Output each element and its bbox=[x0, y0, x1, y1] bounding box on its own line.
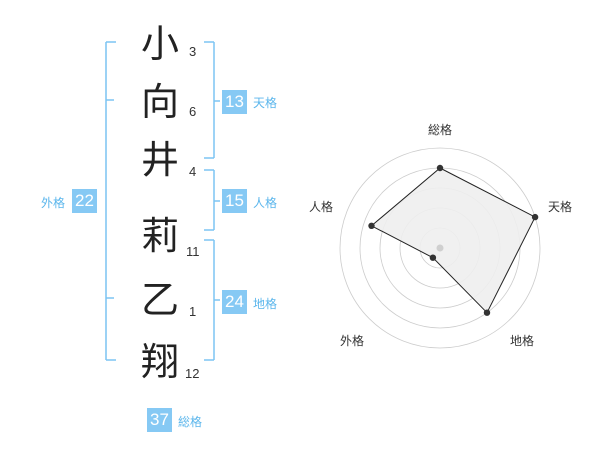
gaikaku-label: 外格 bbox=[41, 196, 66, 210]
name-char-5: 乙 bbox=[140, 278, 179, 322]
radar-point-4 bbox=[429, 254, 437, 261]
name-char-1: 小 bbox=[140, 22, 179, 66]
radar-label-tenkaku: 天格 bbox=[548, 200, 573, 214]
soukaku-badge: 37 bbox=[147, 408, 172, 432]
stroke-count-1: 3 bbox=[189, 44, 197, 59]
stroke-count-4: 11 bbox=[186, 244, 200, 259]
tenkaku-bracket bbox=[204, 41, 220, 159]
name-char-2: 向 bbox=[140, 80, 179, 124]
gaikaku-bracket bbox=[105, 41, 116, 361]
chikaku-label: 地格 bbox=[253, 297, 278, 311]
radar-label-chikaku: 地格 bbox=[510, 334, 535, 348]
tenkaku-label: 天格 bbox=[253, 96, 278, 110]
radar-dots bbox=[368, 164, 539, 316]
name-char-4: 莉 bbox=[140, 214, 179, 258]
radar-point-3 bbox=[483, 309, 491, 316]
chikaku-bracket bbox=[204, 239, 220, 361]
radar-label-gaikaku: 外格 bbox=[340, 334, 365, 348]
radar-point-2 bbox=[531, 213, 539, 221]
soukaku-label: 総格 bbox=[178, 415, 203, 429]
radar-label-soukaku: 総格 bbox=[428, 123, 453, 137]
radar-label-jinkaku: 人格 bbox=[309, 200, 334, 214]
jinkaku-bracket bbox=[204, 169, 220, 231]
stroke-count-3: 4 bbox=[189, 164, 197, 179]
radar-point-5 bbox=[368, 222, 375, 229]
stroke-count-2: 6 bbox=[189, 104, 197, 119]
jinkaku-label: 人格 bbox=[253, 196, 278, 210]
radar-center-dot bbox=[436, 244, 444, 252]
name-char-6: 翔 bbox=[140, 340, 179, 384]
stroke-count-6: 12 bbox=[185, 366, 200, 381]
jinkaku-badge: 15 bbox=[222, 189, 247, 213]
radar-point-1 bbox=[436, 164, 444, 172]
radar-area bbox=[370, 167, 536, 314]
chikaku-badge: 24 bbox=[222, 290, 247, 314]
tenkaku-badge: 13 bbox=[222, 90, 247, 114]
name-char-3: 井 bbox=[140, 138, 179, 182]
gaikaku-badge: 22 bbox=[72, 189, 97, 213]
stroke-count-5: 1 bbox=[189, 304, 197, 319]
radar-grid-ring bbox=[339, 147, 541, 349]
